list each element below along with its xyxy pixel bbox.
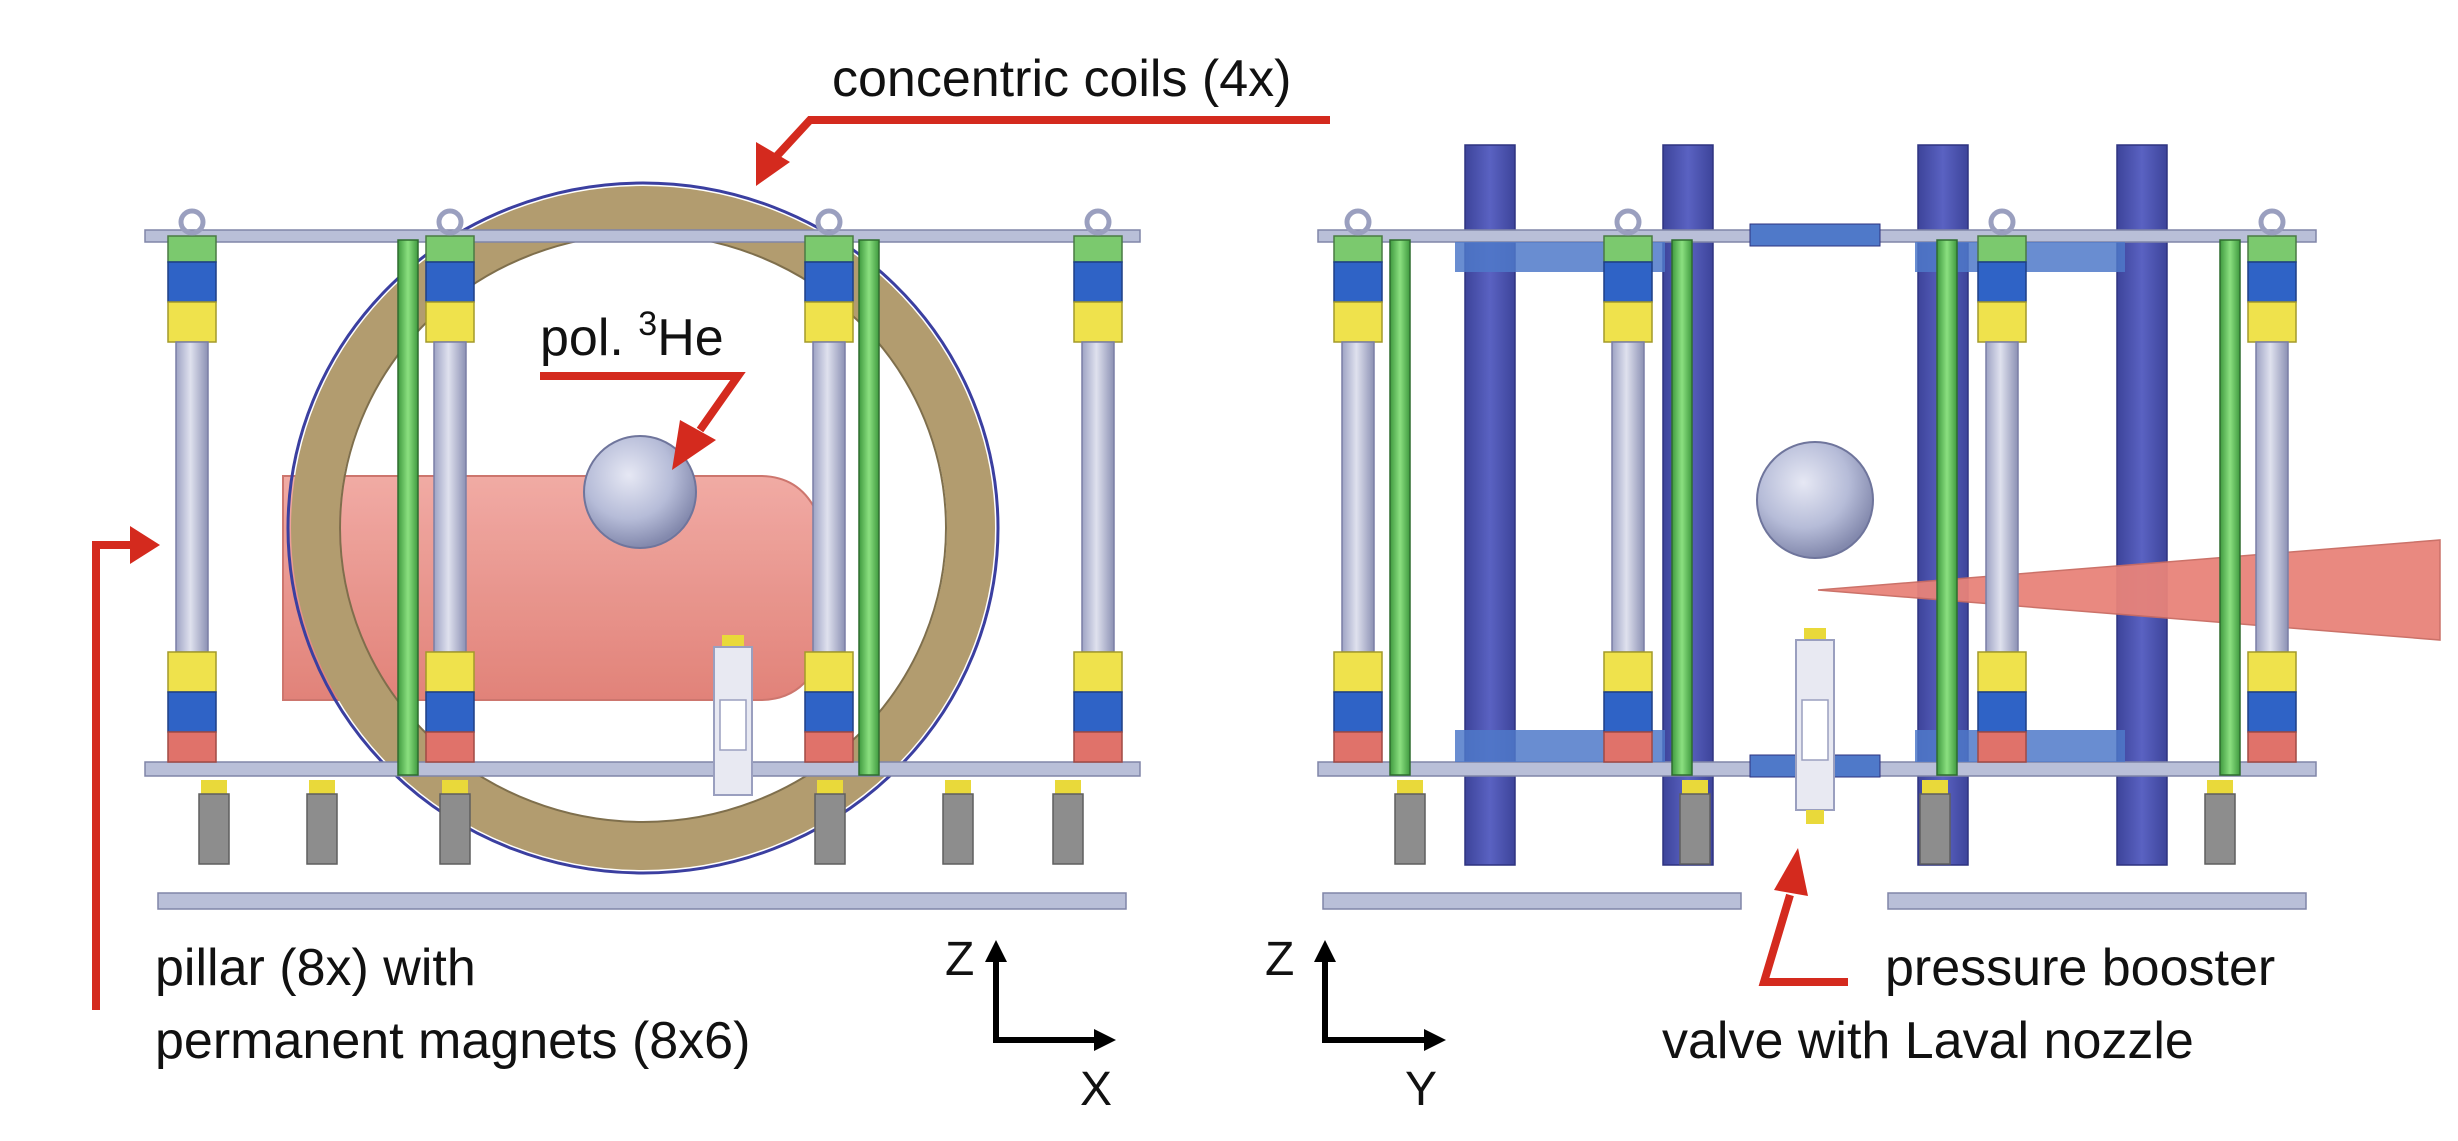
right-view-assembly xyxy=(1317,144,2441,910)
annotation-arrows xyxy=(92,116,1848,1010)
left-bottom-frame xyxy=(144,761,1141,777)
right-base-plate-1 xyxy=(1322,892,1742,910)
label-booster-line-1: pressure booster xyxy=(1885,939,2275,997)
right-pillar-4 xyxy=(2248,211,2296,762)
left-axis-z-label: Z xyxy=(945,933,974,986)
right-pillar-2 xyxy=(1604,211,1652,762)
label-coils: concentric coils (4x) xyxy=(832,50,1291,108)
right-axis-z-label: Z xyxy=(1265,933,1294,986)
right-base-plate-2 xyxy=(1887,892,2307,910)
right-pillar-1 xyxy=(1334,211,1382,762)
left-polarized-he-sphere xyxy=(583,435,697,549)
label-booster-line-2: valve with Laval nozzle xyxy=(1662,1012,2194,1070)
label-pillar-line-1: pillar (8x) with xyxy=(155,939,476,997)
right-axes xyxy=(1314,940,1446,1051)
left-pressure-booster-valve xyxy=(713,635,753,796)
label-polarized-he: pol. 3He xyxy=(540,305,724,367)
left-axis-x-label: X xyxy=(1080,1063,1112,1116)
booster-arrow xyxy=(1758,893,1848,986)
right-polarized-he-sphere xyxy=(1756,441,1874,559)
left-base-plate xyxy=(157,892,1127,910)
left-pillar-3 xyxy=(805,211,853,762)
left-axes xyxy=(985,940,1116,1051)
label-pillar-line-2: permanent magnets (8x6) xyxy=(155,1012,750,1070)
coil-plate-4 xyxy=(2116,144,2168,866)
right-pillar-3 xyxy=(1978,211,2026,762)
left-green-rod-2 xyxy=(858,239,880,776)
right-axis-y-label: Y xyxy=(1405,1063,1437,1116)
left-top-frame xyxy=(144,229,1141,243)
right-pressure-booster-valve xyxy=(1795,628,1835,824)
left-pillar-1 xyxy=(168,211,216,762)
left-green-rod-1 xyxy=(397,239,419,776)
coils-arrow xyxy=(772,116,1330,161)
left-view-assembly xyxy=(144,181,1141,910)
left-pillar-4 xyxy=(1074,211,1122,762)
he-arrow xyxy=(540,372,746,433)
pillar-arrow xyxy=(92,541,134,1010)
